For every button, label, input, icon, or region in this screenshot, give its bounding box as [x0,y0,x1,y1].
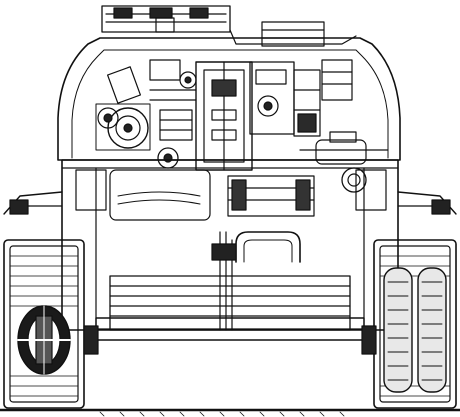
roof-box [261,21,325,47]
turret [57,5,401,161]
left-sprocket [17,305,71,375]
right-interior [299,59,389,193]
right-wheels [383,267,447,393]
left-track [3,239,99,409]
transmission [95,275,365,341]
engine-block [109,169,315,331]
right-track [361,239,457,409]
left-interior [95,59,197,169]
gun-mount [195,61,321,171]
hull [3,159,457,331]
ground-hatching [99,411,345,417]
